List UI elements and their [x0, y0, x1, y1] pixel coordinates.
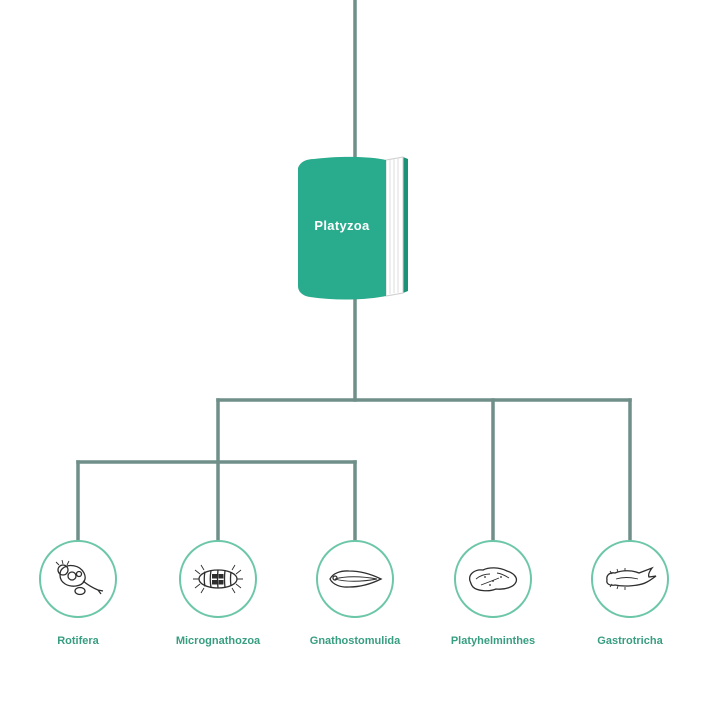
node-gnathostomulida[interactable] [316, 540, 394, 618]
platyhelminthes-icon [469, 567, 518, 592]
node-gastrotricha[interactable] [591, 540, 669, 618]
taxon-node-rotifera: Rotifera [8, 540, 148, 647]
root-node-platyzoa[interactable]: Platyzoa [290, 152, 420, 304]
taxon-node-platyhelminthes: Platyhelminthes [423, 540, 563, 647]
book-back-cover [403, 157, 408, 293]
gnathostomulida-icon [329, 570, 383, 588]
root-node-label: Platyzoa [314, 218, 370, 233]
taxon-node-gastrotricha: Gastrotricha [560, 540, 700, 647]
node-platyhelminthes[interactable] [454, 540, 532, 618]
taxon-label-micrognathozoa: Micrognathozoa [175, 635, 261, 647]
book-icon [298, 156, 408, 300]
taxon-label-rotifera: Rotifera [57, 635, 99, 647]
taxon-node-micrognathozoa: Micrognathozoa [148, 540, 288, 647]
node-micrognathozoa[interactable] [179, 540, 257, 618]
taxon-node-gnathostomulida: Gnathostomulida [285, 540, 425, 647]
gastrotricha-icon [606, 566, 657, 590]
rotifera-icon [55, 559, 104, 596]
taxon-label-gnathostomulida: Gnathostomulida [309, 635, 401, 647]
node-rotifera[interactable] [39, 540, 117, 618]
taxon-label-gastrotricha: Gastrotricha [597, 635, 663, 647]
taxon-label-platyhelminthes: Platyhelminthes [450, 635, 536, 647]
book-front-cover [298, 156, 386, 300]
micrognathozoa-icon [193, 564, 243, 594]
